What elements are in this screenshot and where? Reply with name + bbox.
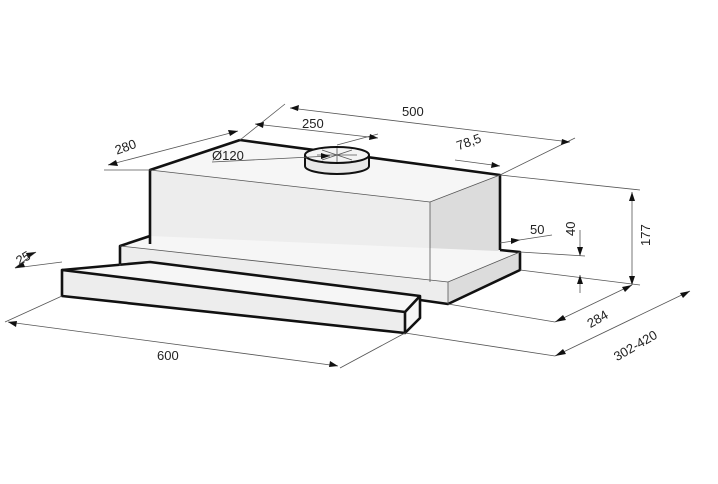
front-strip-end: [405, 296, 420, 333]
front-strip-face: [62, 270, 405, 333]
dim-280-label: 280: [113, 136, 139, 158]
dim-500-label: 500: [402, 104, 424, 119]
hood-body: [60, 138, 522, 335]
dim-25-label: 25: [13, 248, 33, 268]
dim-177-label: 177: [638, 224, 653, 246]
dim-302-420-label: 302-420: [611, 327, 660, 364]
dim-284-label: 284: [584, 307, 610, 331]
front-strip-corner: [404, 295, 421, 313]
dim-50-label: 50: [530, 222, 544, 237]
duct-collar: [304, 146, 370, 175]
lower-tray-top: [120, 236, 520, 282]
lower-tray-side: [448, 252, 520, 304]
dim-600-label: 600: [157, 348, 179, 363]
front-strip-top: [62, 262, 420, 312]
dimension-lines: [4, 103, 691, 369]
dim-40-label: 40: [563, 222, 578, 236]
dim-diameter-label: Ø120: [212, 148, 244, 163]
dim-78-5-label: 78,5: [454, 130, 483, 153]
dim-250-label: 250: [302, 116, 324, 131]
